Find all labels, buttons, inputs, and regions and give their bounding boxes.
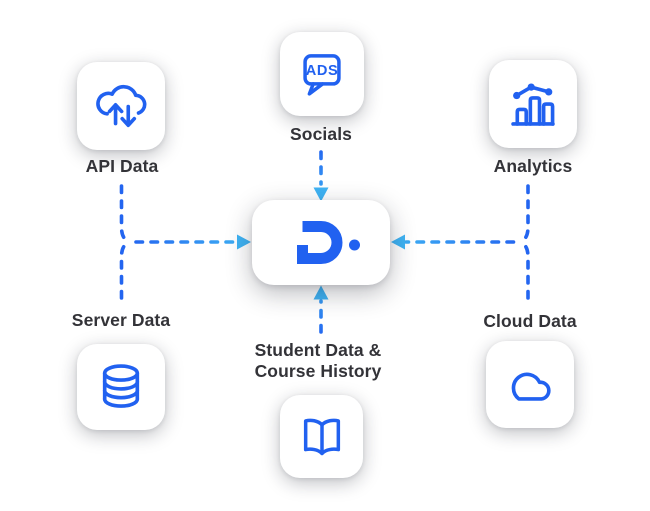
arrowhead-bottom-icon (313, 285, 329, 300)
node-api-data (77, 62, 165, 150)
open-book-icon (303, 418, 340, 455)
node-cloud-data (486, 341, 574, 428)
database-icon (102, 364, 140, 408)
arrow-line-api (119, 184, 133, 244)
label-student-data-line1: Student Data & (254, 340, 382, 360)
node-analytics (489, 60, 577, 148)
node-student-data (280, 395, 363, 478)
node-server-data (77, 344, 165, 430)
hub-card (252, 200, 390, 285)
arrow-line-server (119, 240, 133, 300)
arrow-line-analytics (517, 184, 530, 244)
label-student-data: Student Data & Course History (255, 340, 382, 381)
label-student-data-line2: Course History (254, 360, 382, 381)
node-socials: ADS (280, 32, 364, 116)
label-server-data: Server Data (71, 310, 171, 330)
ads-text: ADS (306, 63, 339, 79)
arrowhead-right-icon (391, 234, 405, 250)
arrowhead-left-icon (237, 234, 251, 250)
bar-line-chart-icon (511, 83, 555, 126)
label-cloud-data: Cloud Data (483, 311, 577, 331)
d-dot-logo-mark (297, 221, 360, 264)
cloud-icon (511, 372, 551, 401)
label-analytics: Analytics (493, 156, 573, 176)
label-socials: Socials (290, 124, 352, 144)
arrow-line-cloud (517, 240, 530, 300)
ads-chat-bubble-icon: ADS (303, 54, 341, 96)
cloud-data-transfer-icon (96, 84, 147, 128)
label-api-data: API Data (85, 156, 159, 176)
